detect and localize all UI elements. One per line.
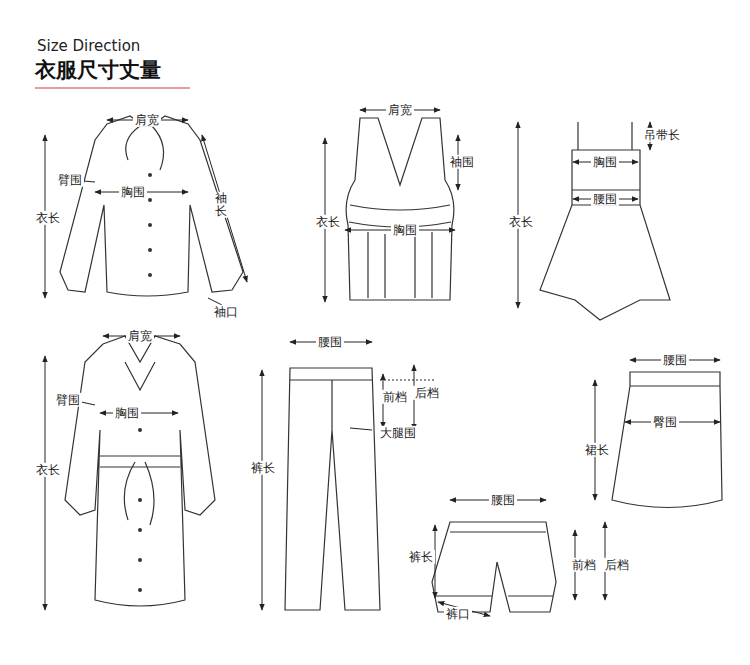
tank-band bbox=[349, 205, 451, 298]
dimension-label: 衣长 bbox=[34, 211, 62, 225]
garments bbox=[60, 116, 722, 612]
dimension-label: 衣长 bbox=[507, 215, 535, 229]
dimension-label: 裤口 bbox=[444, 607, 472, 621]
dimension-label: 臀围 bbox=[651, 415, 679, 429]
coat-belt bbox=[100, 362, 180, 525]
dimension-label: 肩宽 bbox=[386, 103, 414, 117]
shirt-buttons bbox=[148, 173, 152, 277]
dimension-label: 裙长 bbox=[583, 443, 611, 457]
page-title: 衣服尺寸丈量 bbox=[35, 58, 161, 83]
shirt-bow bbox=[126, 126, 164, 170]
dimension-label: 胸围 bbox=[591, 155, 619, 169]
coat-buttons bbox=[138, 428, 142, 592]
dimension-label: 后档 bbox=[603, 558, 631, 572]
dimension-label: 袖长 bbox=[213, 192, 229, 218]
dimension-label: 袖口 bbox=[212, 305, 240, 319]
dimension-label: 腰围 bbox=[661, 353, 689, 367]
dimension-label: 吊带长 bbox=[642, 128, 682, 142]
dimension-label: 衣长 bbox=[314, 215, 342, 229]
dimension-label: 后档 bbox=[413, 386, 441, 400]
pants bbox=[285, 368, 380, 610]
dimension-label: 裤长 bbox=[407, 550, 435, 564]
dimension-label: 袖围 bbox=[448, 155, 476, 169]
dimension-label: 前档 bbox=[381, 390, 409, 404]
dimension-lines bbox=[45, 110, 720, 616]
dimension-label: 臂围 bbox=[54, 393, 82, 407]
skirt bbox=[612, 372, 722, 508]
dimension-label: 腰围 bbox=[316, 335, 344, 349]
dimension-label: 臂围 bbox=[56, 173, 84, 187]
dimension-label: 腰围 bbox=[489, 493, 517, 507]
dimension-label: 衣长 bbox=[34, 463, 62, 477]
dimension-label: 肩宽 bbox=[126, 329, 154, 343]
subtitle: Size Direction bbox=[35, 37, 142, 55]
dimension-label: 腰围 bbox=[591, 192, 619, 206]
dress bbox=[540, 122, 670, 320]
dimension-label: 胸围 bbox=[113, 406, 141, 420]
shirt bbox=[60, 116, 243, 296]
coat bbox=[65, 336, 215, 606]
shorts bbox=[432, 522, 556, 612]
tank-top bbox=[346, 118, 454, 300]
dimension-label: 前档 bbox=[570, 558, 598, 572]
dimension-label: 胸围 bbox=[119, 185, 147, 199]
leader-lines bbox=[72, 180, 435, 430]
dimension-label: 裤长 bbox=[249, 461, 277, 475]
title-underline bbox=[35, 87, 190, 89]
dimension-label: 肩宽 bbox=[133, 113, 161, 127]
dimension-label: 大腿围 bbox=[378, 426, 418, 440]
dimension-label: 胸围 bbox=[391, 223, 419, 237]
